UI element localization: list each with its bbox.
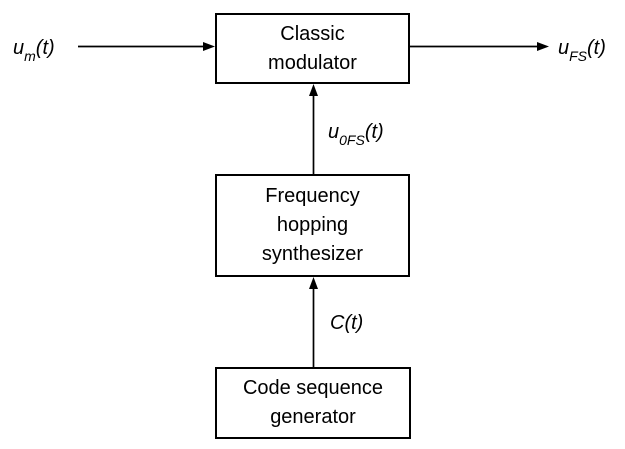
classic-modulator-label-line-2: modulator bbox=[268, 51, 357, 74]
synthesizer-label-line-1: Frequency bbox=[265, 185, 360, 207]
synthesizer-arrowhead bbox=[309, 84, 318, 96]
output-signal-args: (t) bbox=[587, 37, 606, 59]
output-signal-subscript: FS bbox=[569, 48, 588, 64]
synthesizer-to-modulator-arrow bbox=[309, 84, 318, 174]
code-generator-label-line-1: Code sequence bbox=[242, 377, 384, 399]
frequency-hopping-synthesizer-box: Frequency hopping synthesizer bbox=[215, 174, 410, 277]
code-signal-label: C(t) bbox=[330, 311, 363, 335]
classic-modulator-box: Classic modulator bbox=[215, 13, 410, 84]
code-sequence-generator-box: Code sequence generator bbox=[215, 367, 411, 439]
code-generator-label-line-2: generator bbox=[270, 406, 356, 428]
synthesizer-output-signal-label: u0FS(t) bbox=[328, 120, 384, 147]
synthesizer-label-line-2: hopping bbox=[276, 214, 349, 236]
output-signal-base: u bbox=[558, 37, 570, 59]
input-signal-label: um(t) bbox=[13, 36, 55, 63]
classic-modulator-label-line-1: Classic bbox=[280, 22, 345, 45]
input-arrowhead bbox=[203, 42, 215, 51]
input-signal-args: (t) bbox=[35, 37, 55, 59]
output-arrow bbox=[410, 42, 549, 51]
synthesizer-output-signal-args: (t) bbox=[364, 121, 384, 143]
input-signal-subscript: m bbox=[24, 48, 36, 64]
code-to-synthesizer-arrow bbox=[309, 277, 318, 367]
input-signal-base: u bbox=[13, 37, 25, 59]
synthesizer-output-signal-subscript: 0FS bbox=[339, 132, 365, 148]
synthesizer-label-line-3: synthesizer bbox=[261, 243, 364, 265]
input-arrow bbox=[78, 42, 215, 51]
output-arrowhead bbox=[537, 42, 549, 51]
code-signal-args: (t) bbox=[344, 312, 364, 334]
code-arrowhead bbox=[309, 277, 318, 289]
output-signal-label: uFS(t) bbox=[558, 36, 606, 63]
code-signal-base: C bbox=[330, 312, 345, 334]
synthesizer-output-signal-base: u bbox=[328, 121, 340, 143]
